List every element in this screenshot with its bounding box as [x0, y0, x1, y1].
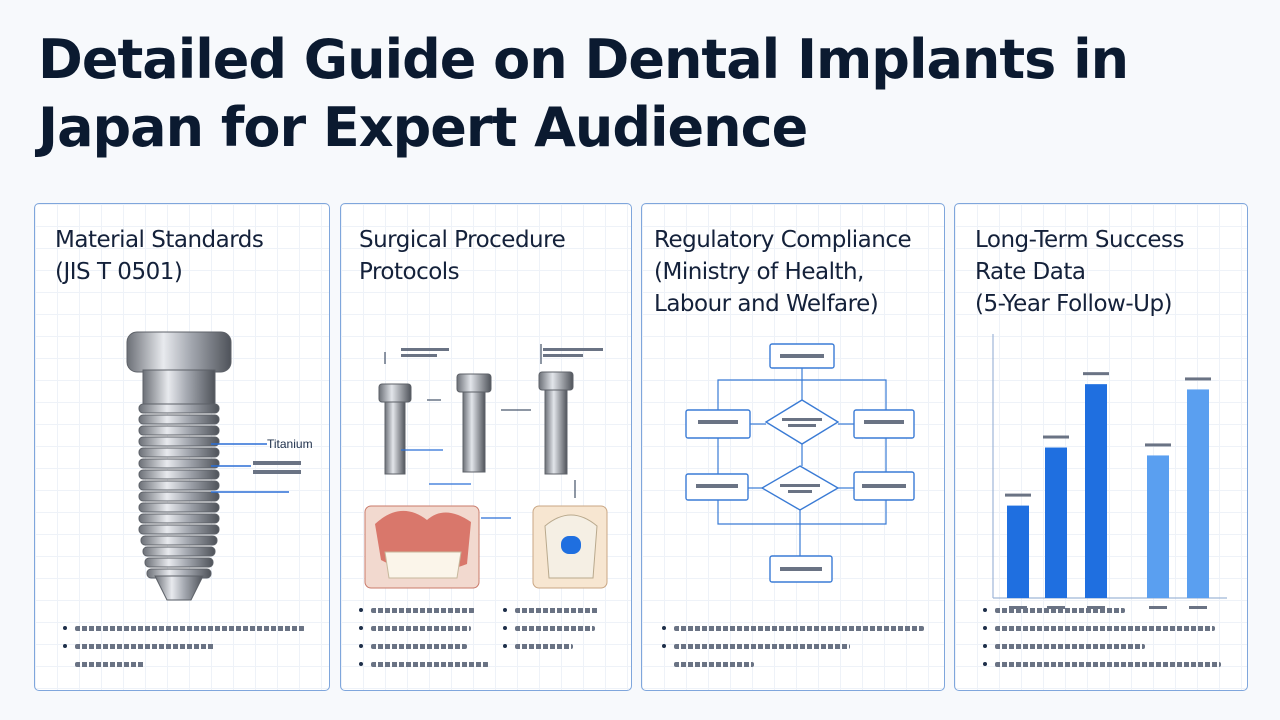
- compliance-flowchart: [685, 343, 915, 583]
- panel-surgical-procedure: Surgical Procedure Protocols: [340, 203, 632, 691]
- page-title: Detailed Guide on Dental Implants in Jap…: [38, 28, 1129, 159]
- panel-title-line: Labour and Welfare): [654, 291, 879, 317]
- list-item: [983, 656, 1235, 672]
- implant-thread: [138, 458, 220, 469]
- list-item: [359, 620, 619, 636]
- panel-title-line: (5-Year Follow-Up): [975, 291, 1173, 317]
- list-item: [63, 620, 317, 636]
- material-callout-label: Titanium: [267, 437, 313, 451]
- implant-thread: [138, 502, 220, 513]
- bar: [1007, 505, 1029, 598]
- list-item: [63, 638, 317, 654]
- bar: [1187, 389, 1209, 598]
- panel-title-line: (JIS T 0501): [55, 259, 183, 285]
- panel-title-line: Surgical Procedure: [359, 227, 566, 253]
- list-item: [983, 602, 1235, 618]
- bar: [1045, 447, 1067, 598]
- panel-title: Material Standards (JIS T 0501): [55, 224, 321, 288]
- panel-title: Surgical Procedure Protocols: [359, 224, 623, 288]
- list-item: [662, 620, 932, 636]
- panel-material-standards: Material Standards (JIS T 0501) Titanium: [34, 203, 330, 691]
- implant-thread: [138, 524, 220, 535]
- list-item: [983, 620, 1235, 636]
- panel-title: Long-Term Success Rate Data (5-Year Foll…: [975, 224, 1239, 320]
- implant-thread: [142, 546, 216, 557]
- implant-thread: [138, 513, 220, 524]
- panel-regulatory-compliance: Regulatory Compliance (Ministry of Healt…: [641, 203, 945, 691]
- data-label: [1043, 435, 1069, 439]
- panel-title-line: Material Standards: [55, 227, 264, 253]
- implant-thread: [138, 447, 220, 458]
- flow-decision: [764, 399, 840, 445]
- flow-decision: [760, 465, 840, 511]
- panel-title-line: Long-Term Success: [975, 227, 1185, 253]
- implant-thread: [138, 480, 220, 491]
- panel-title-line: Protocols: [359, 259, 460, 285]
- implant-thread: [138, 414, 220, 425]
- panel-title-line: Rate Data: [975, 259, 1086, 285]
- list-item: [983, 638, 1235, 654]
- implant-thread: [138, 425, 220, 436]
- tick-label: [1189, 606, 1207, 609]
- implant-thread: [138, 469, 220, 480]
- bullet-list: [63, 620, 317, 674]
- bullet-list: [359, 602, 619, 674]
- list-item: [359, 602, 619, 618]
- implant-screw-illustration: Titanium: [126, 331, 313, 601]
- list-item: [359, 656, 619, 672]
- list-item: [63, 656, 317, 672]
- implant-thread: [138, 403, 220, 414]
- implant-thread: [138, 436, 220, 447]
- list-item: [359, 638, 619, 654]
- surgical-steps-diagram: [364, 344, 608, 589]
- implant-thread: [138, 491, 220, 502]
- bullet-list: [983, 602, 1235, 674]
- list-item: [662, 656, 932, 672]
- implant-thread: [144, 557, 214, 568]
- bullet-list: [662, 620, 932, 674]
- panel-success-rate: Long-Term Success Rate Data (5-Year Foll…: [954, 203, 1248, 691]
- bar: [1147, 455, 1169, 598]
- tick-label: [1149, 606, 1167, 609]
- data-label: [1185, 377, 1211, 381]
- panel-title: Regulatory Compliance (Ministry of Healt…: [654, 224, 936, 320]
- panel-title-line: Regulatory Compliance: [654, 227, 912, 253]
- implant-thread: [140, 535, 218, 546]
- panel-title-line: (Ministry of Health,: [654, 259, 864, 285]
- success-rate-bar-chart: [992, 334, 1227, 609]
- list-item: [662, 638, 932, 654]
- bar: [1085, 384, 1107, 598]
- data-label: [1005, 493, 1031, 497]
- data-label: [1145, 443, 1171, 447]
- data-label: [1083, 372, 1109, 376]
